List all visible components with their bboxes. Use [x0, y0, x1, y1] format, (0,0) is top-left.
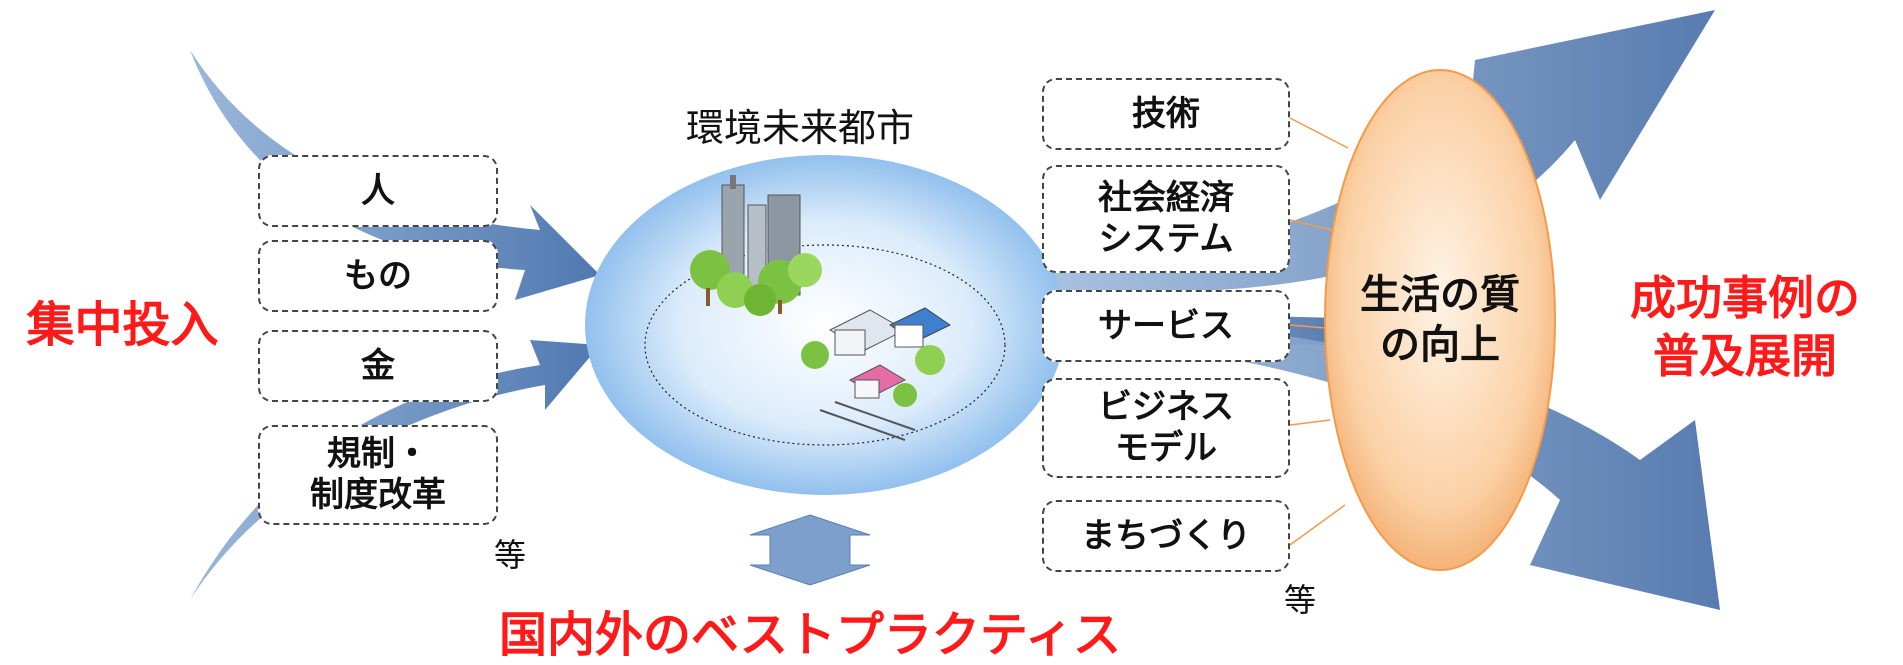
input-box-things: もの: [258, 240, 498, 312]
output-box-label: サービス: [1098, 305, 1234, 346]
input-box-money: 金: [258, 330, 498, 402]
best-practice-arrow: [749, 514, 871, 586]
output-box-socioeconomic-system: 社会経済 システム: [1042, 165, 1290, 273]
input-box-people: 人: [258, 155, 498, 227]
input-box-label: 金: [361, 345, 395, 386]
quality-of-life-label: 生活の質 の向上: [1360, 272, 1520, 368]
input-box-label: 人: [361, 170, 395, 211]
output-box-label: 社会経済 システム: [1098, 178, 1234, 259]
houses-illustration: [801, 307, 951, 441]
city-title: 環境未来都市: [685, 106, 914, 150]
output-arrow-upper: [1010, 10, 1715, 293]
output-box-label: ビジネス モデル: [1098, 387, 1234, 468]
inputs-etc-label: 等: [493, 536, 526, 574]
input-box-label: 規制・ 制度改革: [310, 434, 446, 515]
quality-ellipse: [1324, 69, 1556, 571]
concentrated-input-label: 集中投入: [26, 297, 219, 353]
city-buildings-illustration: [690, 175, 822, 316]
output-box-service: サービス: [1042, 290, 1290, 362]
output-box-label: まちづくり: [1081, 515, 1251, 556]
input-arrow-lower: [190, 340, 600, 600]
connector-lines: [1289, 117, 1349, 546]
city-orbit: [644, 244, 1006, 446]
best-practice-label: 国内外のベストプラクティス: [498, 607, 1122, 663]
success-case-label: 成功事例の 普及展開: [1630, 271, 1860, 383]
output-box-business-model: ビジネス モデル: [1042, 378, 1290, 478]
input-arrow-upper: [190, 50, 600, 300]
input-box-regulation: 規制・ 制度改革: [258, 425, 498, 525]
city-circle: [585, 155, 1065, 495]
output-box-town-planning: まちづくり: [1042, 500, 1290, 572]
outputs-etc-label: 等: [1283, 581, 1316, 619]
output-box-label: 技術: [1132, 93, 1200, 134]
output-box-technology: 技術: [1042, 78, 1290, 150]
input-box-label: もの: [344, 255, 412, 296]
